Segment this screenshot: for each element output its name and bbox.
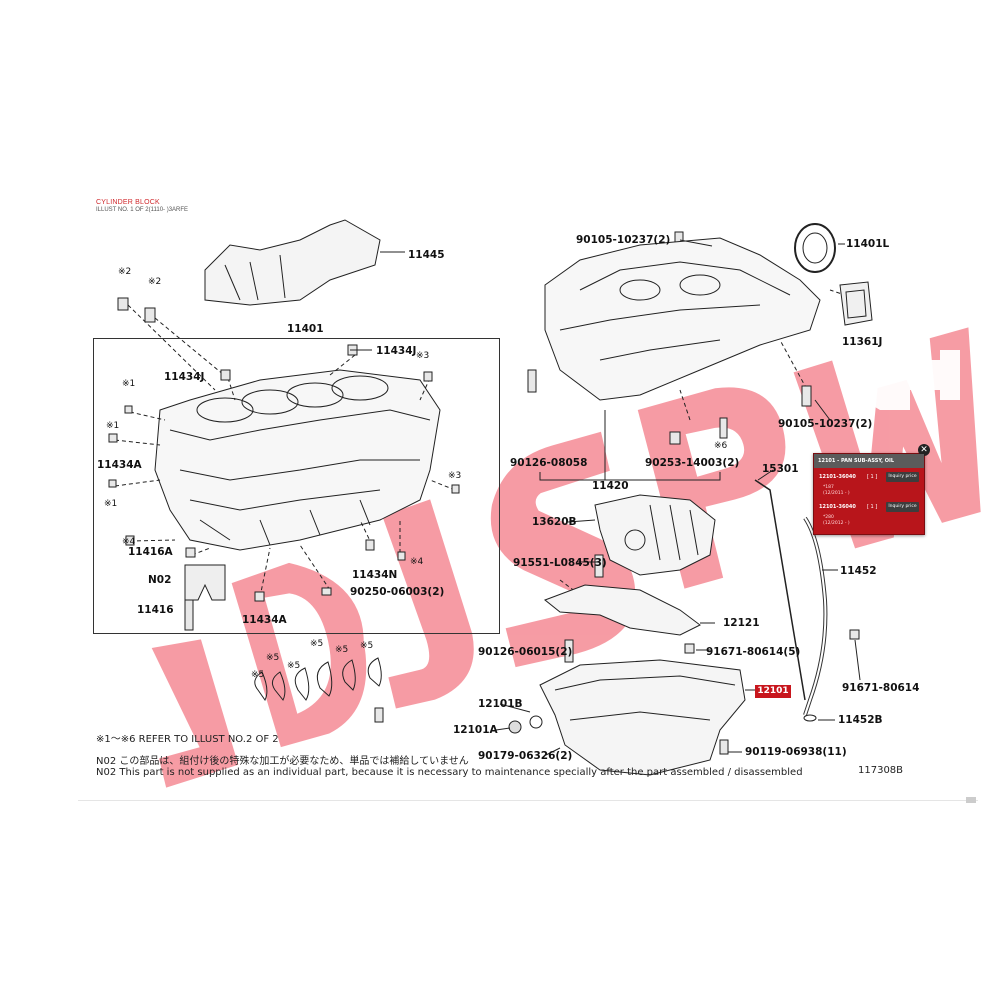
ref-mark: ※3 [448,471,462,481]
part-cylinder-block [154,369,441,551]
label-12101a[interactable]: 12101A [453,724,498,736]
popup-row: 12101-36040 [ 1 ] Inquiry price *187(12/… [817,471,921,499]
label-90105[interactable]: 90105-10237(2) [778,418,873,430]
label-11401[interactable]: 11401 [287,323,324,335]
n02-note-jp: N02 この部品は、組付け後の特殊な加工が必要なため、単品では補給していません [96,756,469,767]
popup-note: *187(12/2011 - ) [823,485,850,496]
ref-mark: ※5 [335,645,349,655]
ref-mark: ※5 [266,653,280,663]
part-13620b [594,494,716,576]
label-90253[interactable]: 90253-14003(2) [645,457,740,469]
ref-mark: ※1 [104,499,118,509]
diagram-title: CYLINDER BLOCK [96,199,160,206]
label-11416[interactable]: 11416 [137,604,174,616]
ref-mark: ※4 [410,557,424,567]
block-group-frame [93,338,500,634]
label-15301[interactable]: 15301 [762,463,799,475]
ref-mark: ※2 [118,267,132,277]
label-11420[interactable]: 11420 [592,480,629,492]
ref-mark: ※5 [360,641,374,651]
inquiry-price-button[interactable]: Inquiry price [886,502,919,512]
label-91671[interactable]: 91671-80614 [842,682,920,694]
label-13620b[interactable]: 13620B [532,516,577,528]
label-90179[interactable]: 90179-06326(2) [478,750,573,762]
ref-mark: ※1 [122,379,136,389]
label-11401l[interactable]: 11401L [846,238,890,250]
label-11452b[interactable]: 11452B [838,714,883,726]
popup-part-number[interactable]: 12101-36040 [819,504,856,510]
label-n02[interactable]: N02 [148,574,172,586]
label-90250[interactable]: 90250-06003(2) [350,586,445,598]
n02-note-en: N02 This part is not supplied as an indi… [96,767,803,778]
refer-note: ※1～※6 REFER TO ILLUST NO.2 OF 2 [96,734,279,745]
divider [78,800,978,801]
ref-mark: ※5 [310,639,324,649]
label-90126[interactable]: 90126-06015(2) [478,646,573,658]
illustration-number: 117308B [858,765,904,776]
popup-qty: [ 1 ] [867,474,878,480]
label-11434j[interactable]: 11434J [164,371,205,383]
diagram-subtitle: ILLUST NO. 1 OF 2(1110- )3ARFE [96,207,189,213]
label-11361j[interactable]: 11361J [842,336,883,348]
scroll-marker [966,797,976,803]
highlight-12101[interactable]: 12101 [755,685,791,698]
ref-mark: ※3 [416,351,430,361]
ref-mark: ※6 [714,441,728,451]
part-popup: ✕ 12101 - PAN SUB-ASSY, OIL 12101-36040 … [813,444,930,535]
label-11434j[interactable]: 11434J [376,345,417,357]
popup-title: 12101 - PAN SUB-ASSY, OIL [814,454,924,468]
ref-mark: ※5 [251,670,265,680]
part-11361j [839,281,873,326]
part-11401l [794,223,836,273]
engine-icon [855,350,960,410]
part-12101 [539,659,746,776]
popup-part-number[interactable]: 12101-36040 [819,474,856,480]
popup-note: *280(12/2012 - ) [823,515,850,526]
ref-mark: ※5 [287,661,301,671]
label-12101b[interactable]: 12101B [478,698,523,710]
popup-qty: [ 1 ] [867,504,878,510]
inquiry-price-button[interactable]: Inquiry price [886,472,919,482]
label-11434n[interactable]: 11434N [352,569,398,581]
ref-mark: ※1 [106,421,120,431]
popup-row: 12101-36040 [ 1 ] Inquiry price *280(12/… [817,501,921,529]
ref-mark: ※4 [122,537,136,547]
label-90105[interactable]: 90105-10237(2) [576,234,671,246]
close-icon[interactable]: ✕ [918,444,930,456]
label-11434a[interactable]: 11434A [97,459,142,471]
label-91671[interactable]: 91671-80614(5) [706,646,801,658]
part-n02 [184,564,226,601]
label-11416a[interactable]: 11416A [128,546,173,558]
label-11434a[interactable]: 11434A [242,614,287,626]
label-91551[interactable]: 91551-L0845(3) [513,557,607,569]
label-11452[interactable]: 11452 [840,565,877,577]
label-12121[interactable]: 12121 [723,617,760,629]
label-11445[interactable]: 11445 [408,249,445,261]
label-90126[interactable]: 90126-08058 [510,457,588,469]
part-11445 [204,219,381,306]
part-12121 [544,584,701,636]
part-11420 [544,237,821,401]
label-90119[interactable]: 90119-06938(11) [745,746,847,758]
ref-mark: ※2 [148,277,162,287]
